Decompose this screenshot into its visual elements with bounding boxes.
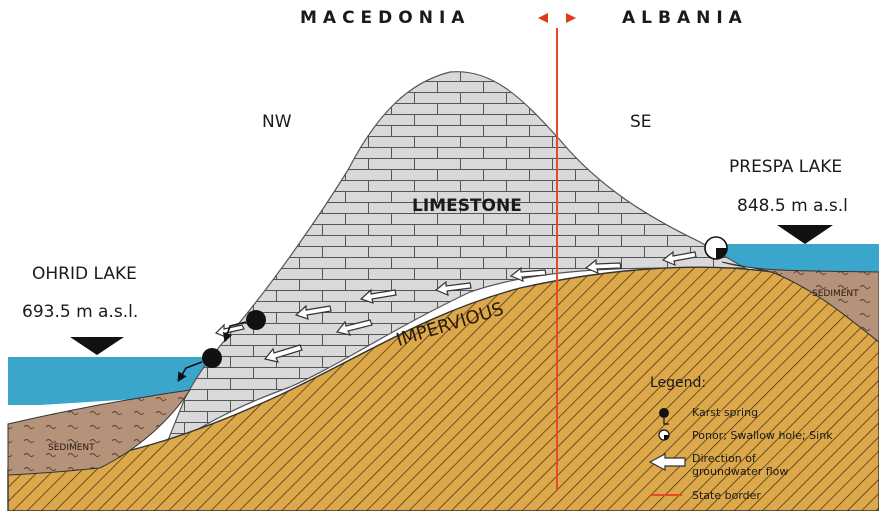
legend-item-flow-direction: Direction of groundwater flow	[692, 452, 812, 478]
ohrid-sediment-label: SEDIMENT	[48, 443, 95, 453]
ohrid-lake-name: OHRID LAKE	[32, 264, 137, 284]
karst-spring-icon	[202, 348, 222, 368]
karst-spring-icon	[246, 310, 266, 330]
legend-item-ponor: Ponor; Swallow hole; Sink	[692, 429, 833, 442]
legend-karst-spring-icon	[659, 408, 669, 418]
legend-item-karst-spring: Karst spring	[692, 406, 758, 419]
limestone-label: LIMESTONE	[412, 196, 522, 216]
ohrid-lake-elevation: 693.5 m a.s.l.	[22, 302, 138, 322]
direction-label-se: SE	[630, 112, 652, 132]
country-label-left: MACEDONIA	[300, 8, 470, 28]
prespa-lake-elevation: 848.5 m a.s.l	[737, 196, 848, 216]
prespa-level-marker	[777, 225, 833, 244]
country-label-right: ALBANIA	[622, 8, 748, 28]
legend-title: Legend:	[650, 375, 706, 391]
prespa-sediment-label: SEDIMENT	[812, 289, 859, 299]
ponor-icon	[705, 237, 727, 259]
border-arrow-left-icon	[538, 13, 548, 23]
prespa-lake-name: PRESPA LAKE	[729, 157, 842, 177]
direction-label-nw: NW	[262, 112, 292, 132]
ohrid-level-marker	[70, 337, 124, 355]
legend-item-state-border: State border	[692, 489, 761, 502]
border-arrow-right-icon	[566, 13, 576, 23]
